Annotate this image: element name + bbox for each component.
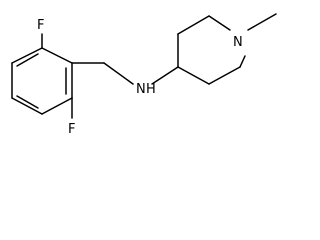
bond-to-methyl bbox=[247, 13, 277, 31]
ring-bond bbox=[177, 15, 210, 35]
molecule-drawing: F F N H N bbox=[11, 13, 277, 137]
ring-bond bbox=[41, 47, 73, 64]
bond-ch2-to-nh bbox=[103, 62, 134, 85]
ring-bond bbox=[208, 66, 241, 85]
amine-hydrogen-label: H bbox=[146, 82, 156, 97]
ring-bond bbox=[208, 15, 231, 31]
chemical-structure-diagram: F F N H N bbox=[11, 13, 277, 137]
ring-bond bbox=[11, 47, 43, 64]
fluorine-bottom-label: F bbox=[68, 122, 75, 137]
bond-nh-to-piperidine bbox=[151, 66, 179, 85]
ring-bond bbox=[41, 97, 73, 115]
ring-bond bbox=[11, 97, 43, 115]
piperidine-nitrogen-label: N bbox=[233, 35, 243, 50]
aromatic-double-bond bbox=[16, 95, 39, 109]
amine-nitrogen-label: N bbox=[136, 82, 146, 97]
benzene-ring bbox=[11, 47, 73, 115]
ring-bond bbox=[177, 66, 210, 85]
piperidine-ring bbox=[177, 15, 246, 85]
fluorine-top-label: F bbox=[37, 18, 44, 33]
aromatic-double-bond bbox=[16, 53, 39, 67]
ring-bond bbox=[239, 55, 246, 68]
